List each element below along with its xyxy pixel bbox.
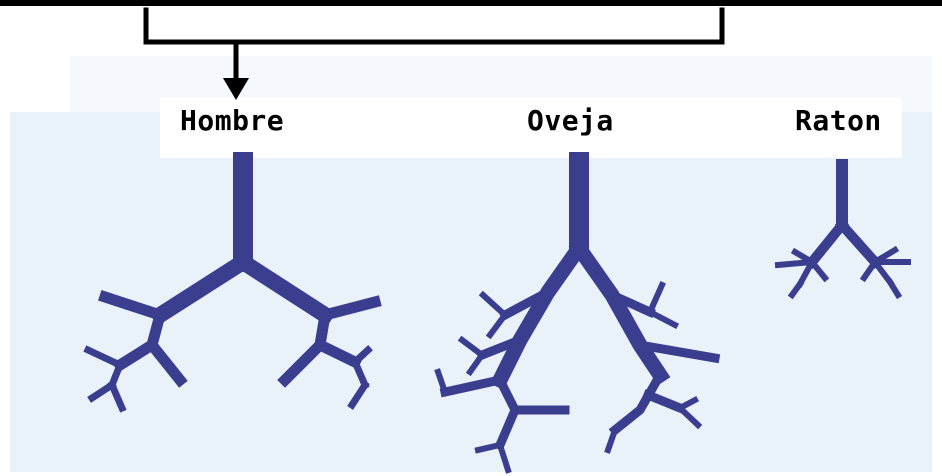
top-border	[0, 0, 942, 6]
label-mouse: Raton	[795, 104, 882, 137]
label-human: Hombre	[180, 104, 284, 137]
label-sheep: Oveja	[527, 104, 614, 137]
